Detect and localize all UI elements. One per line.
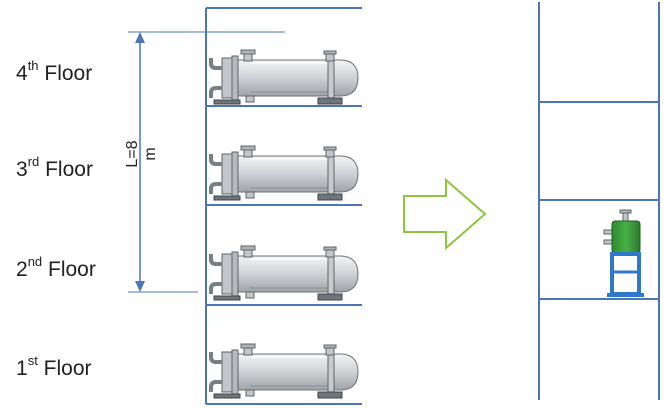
floor-ordinal-suffix: nd (27, 254, 43, 269)
heat-exchanger-floor-2 (209, 244, 360, 302)
floor-number: 2 (16, 258, 28, 281)
compact-unit (603, 209, 644, 297)
heat-exchanger-floor-3 (209, 144, 360, 202)
floor-number: 1 (16, 357, 28, 380)
floor-number: 4 (16, 62, 28, 85)
floor-word: Floor (44, 62, 93, 85)
floor-label-3: 3rd Floor (16, 154, 93, 182)
heat-exchanger-floor-4 (209, 48, 360, 106)
right-building (538, 2, 660, 400)
floor-word: Floor (43, 357, 92, 380)
height-dimension (128, 31, 285, 293)
floor-ordinal-suffix: st (27, 353, 38, 368)
floor-number: 3 (16, 158, 28, 181)
floor-ordinal-suffix: th (27, 58, 39, 73)
transition-arrow (403, 177, 487, 251)
floor-label-1: 1st Floor (16, 353, 92, 381)
left-building (205, 7, 362, 405)
floor-label-4: 4th Floor (16, 58, 93, 86)
floor-label-2: 2nd Floor (16, 254, 96, 282)
heat-exchanger-floor-1 (209, 342, 360, 400)
floor-word: Floor (45, 158, 93, 181)
floor-word: Floor (48, 258, 96, 281)
floor-ordinal-suffix: rd (27, 154, 40, 169)
